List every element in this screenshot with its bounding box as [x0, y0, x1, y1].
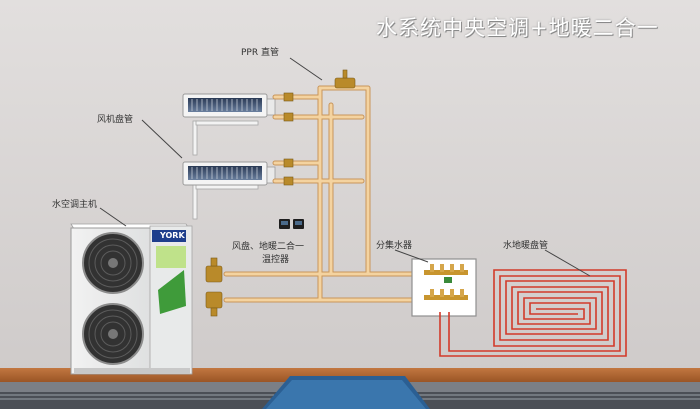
label-ppr-pipe: PPR 直管	[241, 48, 279, 58]
floor-heating-coil	[439, 269, 627, 357]
fan-coil-unit-1	[182, 93, 276, 118]
leader-floor-coil	[544, 249, 591, 277]
ppr-pipe-network	[223, 85, 443, 303]
manifold-box	[411, 258, 477, 317]
leader-chiller	[99, 207, 127, 227]
label-controller-line2: 温控器	[262, 255, 290, 265]
thermostats	[279, 219, 304, 229]
leader-fan-coil	[141, 119, 183, 159]
label-floor-coil: 水地暖盘管	[503, 241, 549, 251]
chiller-unit	[70, 223, 193, 375]
label-manifold: 分集水器	[376, 241, 413, 251]
valves	[205, 69, 356, 317]
brand-logo-text: YORK	[160, 231, 185, 240]
diagram-title: 水系统中央空调+地暖二合一	[376, 16, 659, 40]
label-fan-coil: 风机盘管	[97, 115, 134, 125]
label-controller-line1: 风盘、地暖二合一	[232, 242, 305, 252]
leader-manifold	[394, 249, 429, 263]
leader-ppr	[289, 57, 323, 81]
label-chiller: 水空调主机	[52, 200, 98, 210]
fan-coil-unit-2	[182, 161, 276, 186]
